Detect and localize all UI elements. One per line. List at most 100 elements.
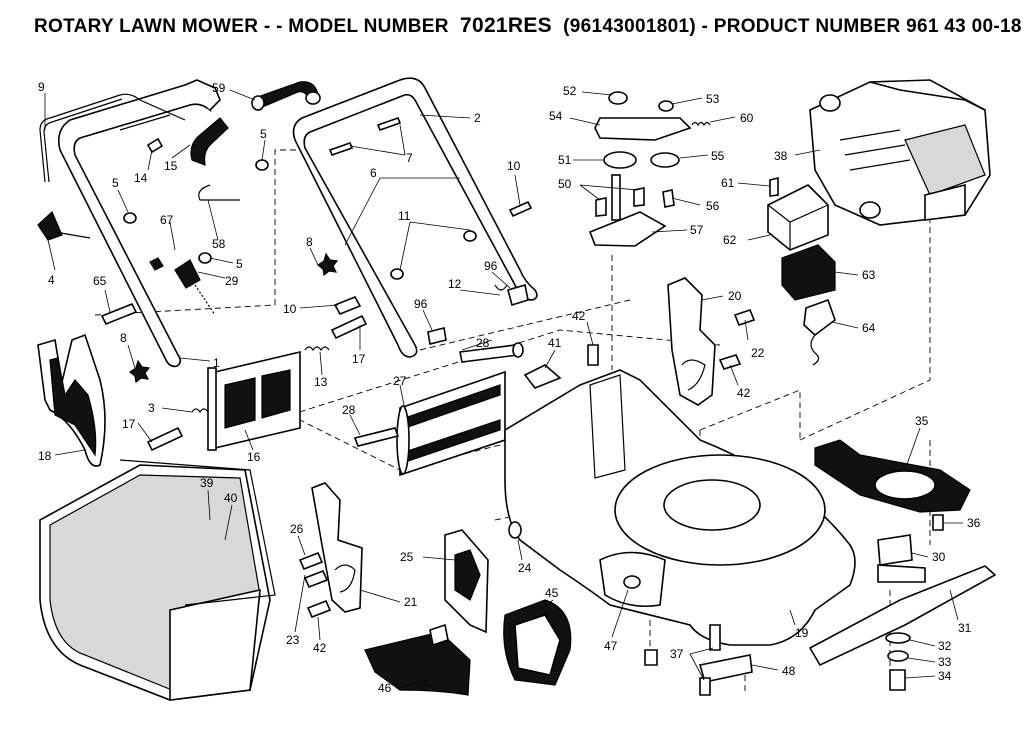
label-45: 45 (545, 586, 559, 600)
model-number: 7021RES (459, 14, 552, 37)
label-24: 24 (518, 561, 532, 575)
label-29: 29 (225, 274, 239, 288)
label-11: 11 (398, 209, 411, 223)
control-bail-part[interactable] (39, 93, 186, 183)
label-17-b: 17 (122, 417, 136, 431)
label-27: 27 (393, 374, 407, 388)
label-58: 58 (212, 237, 226, 251)
label-8-a: 8 (120, 331, 127, 345)
label-96-b: 96 (414, 297, 428, 311)
grass-bag-part[interactable] (39, 459, 276, 701)
label-18: 18 (38, 449, 52, 463)
label-5-a: 5 (260, 127, 267, 141)
upper-handle-part[interactable] (292, 77, 538, 358)
label-10-b: 10 (283, 302, 297, 316)
label-42-b: 42 (737, 386, 751, 400)
label-65: 65 (93, 274, 107, 288)
label-35: 35 (915, 414, 929, 428)
label-13: 13 (314, 375, 328, 389)
label-31: 31 (958, 621, 972, 635)
label-22: 22 (751, 346, 765, 360)
label-25: 25 (400, 550, 414, 564)
engine-part[interactable] (809, 79, 991, 226)
label-26: 26 (290, 522, 304, 536)
label-32: 32 (938, 639, 952, 653)
rear-flap-part[interactable] (207, 350, 301, 451)
label-67: 67 (160, 213, 174, 227)
label-42-a: 42 (572, 309, 586, 323)
height-adjust-bracket-parts[interactable] (311, 277, 716, 613)
label-3: 3 (148, 401, 155, 415)
label-50: 50 (558, 177, 572, 191)
label-56: 56 (706, 199, 720, 213)
label-21: 21 (404, 595, 418, 609)
label-53: 53 (706, 92, 720, 106)
deflector-parts[interactable] (364, 529, 572, 696)
label-54: 54 (549, 109, 563, 123)
part-number-labels: 9 59 5 15 14 5 67 58 5 4 65 29 8 1 2 7 6… (38, 80, 981, 695)
bolt-parts[interactable] (298, 309, 756, 619)
label-5-b: 5 (112, 176, 119, 190)
cable-part[interactable] (149, 257, 216, 316)
hose-part[interactable] (190, 81, 321, 166)
label-19: 19 (795, 626, 809, 640)
label-8-b: 8 (306, 235, 313, 249)
label-60: 60 (740, 111, 754, 125)
label-39: 39 (200, 476, 214, 490)
label-28-b: 28 (342, 403, 356, 417)
label-63: 63 (862, 268, 876, 282)
label-52: 52 (563, 84, 577, 98)
label-37: 37 (670, 647, 684, 661)
title-prefix: ROTARY LAWN MOWER - - MODEL NUMBER (34, 16, 449, 37)
label-59: 59 (212, 81, 226, 95)
label-48: 48 (782, 664, 796, 678)
label-10-a: 10 (507, 159, 521, 173)
misc-deck-hardware[interactable] (508, 521, 753, 696)
label-62: 62 (723, 233, 737, 247)
label-55: 55 (711, 149, 725, 163)
title-suffix: (96143001801) - PRODUCT NUMBER 961 43 00… (563, 16, 1022, 37)
label-40: 40 (224, 491, 238, 505)
label-1: 1 (213, 356, 220, 370)
label-14: 14 (134, 171, 148, 185)
label-15: 15 (164, 159, 178, 173)
label-96-a: 96 (484, 259, 498, 273)
electric-start-parts[interactable] (767, 176, 836, 366)
rear-door-part[interactable] (396, 370, 506, 477)
label-23: 23 (286, 633, 300, 647)
throttle-bracket-parts[interactable] (588, 91, 711, 247)
label-17-a: 17 (352, 352, 366, 366)
label-61: 61 (721, 176, 735, 190)
label-30: 30 (932, 550, 946, 564)
knob-part[interactable] (37, 210, 91, 241)
label-20: 20 (728, 289, 742, 303)
label-51: 51 (558, 153, 572, 167)
label-34: 34 (938, 669, 952, 683)
label-38: 38 (774, 149, 788, 163)
pin-parts[interactable] (353, 342, 562, 447)
label-33: 33 (938, 655, 952, 669)
label-12: 12 (448, 277, 462, 291)
blade-parts[interactable] (808, 439, 997, 691)
label-41: 41 (548, 336, 562, 350)
star-knob-parts[interactable] (128, 252, 339, 384)
label-4: 4 (48, 273, 55, 287)
rear-guard-part[interactable] (37, 333, 106, 467)
label-46: 46 (378, 681, 392, 695)
diagram-title: ROTARY LAWN MOWER - - MODEL NUMBER 7021R… (34, 14, 1021, 44)
label-6: 6 (370, 166, 377, 180)
label-16: 16 (247, 450, 261, 464)
label-2: 2 (474, 111, 481, 125)
clip-parts[interactable] (427, 283, 529, 345)
spring-parts[interactable] (191, 346, 330, 414)
label-36: 36 (967, 516, 981, 530)
label-57: 57 (690, 223, 704, 237)
label-42-c: 42 (313, 641, 327, 655)
label-64: 64 (862, 321, 876, 335)
lower-handle-part[interactable] (57, 79, 221, 368)
leader-lines (44, 89, 963, 689)
mower-deck-part[interactable] (504, 369, 856, 646)
handle-hardware[interactable] (100, 116, 533, 452)
label-5-c: 5 (236, 257, 243, 271)
